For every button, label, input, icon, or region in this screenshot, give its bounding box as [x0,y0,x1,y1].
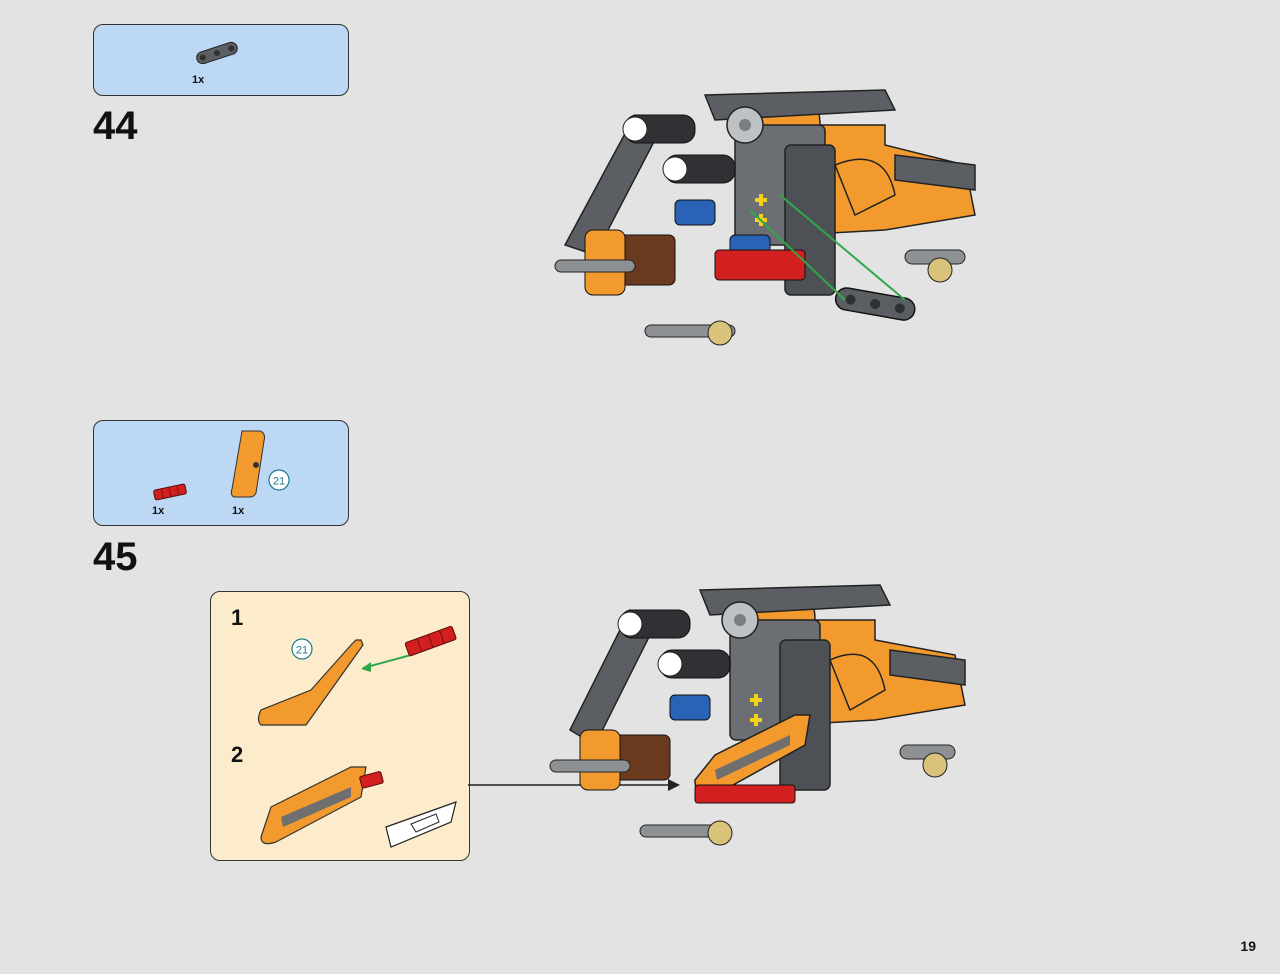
dark-gray-liftarm-icon [196,41,238,65]
page-number: 19 [1240,938,1256,954]
step-number: 44 [93,104,138,148]
part-quantity: 1x [152,505,165,517]
step-44-model-illustration [554,89,976,346]
callout-pointer-arrow [468,779,680,791]
step-45-model-illustration [549,584,966,846]
part-quantity: 1x [232,505,245,517]
parts-list-step-44: 1x [93,24,349,96]
substep-1-illustration [257,625,457,726]
step-number: 45 [93,535,138,579]
element-ref-number: 21 [273,476,285,488]
element-ref-badge: 21 [268,469,290,491]
orange-panel-icon [230,430,265,498]
element-ref-badge: 21 [291,638,313,660]
substep-number: 2 [231,742,244,767]
part-quantity: 1x [192,74,205,86]
substep-number: 1 [231,605,244,630]
parts-list-step-45: 1x 21 1x [93,420,349,526]
substep-2-illustration [260,766,457,848]
sub-assembly-callout: 1 21 2 [210,591,470,861]
red-axle-icon [153,483,187,501]
element-ref-number: 21 [296,645,308,657]
